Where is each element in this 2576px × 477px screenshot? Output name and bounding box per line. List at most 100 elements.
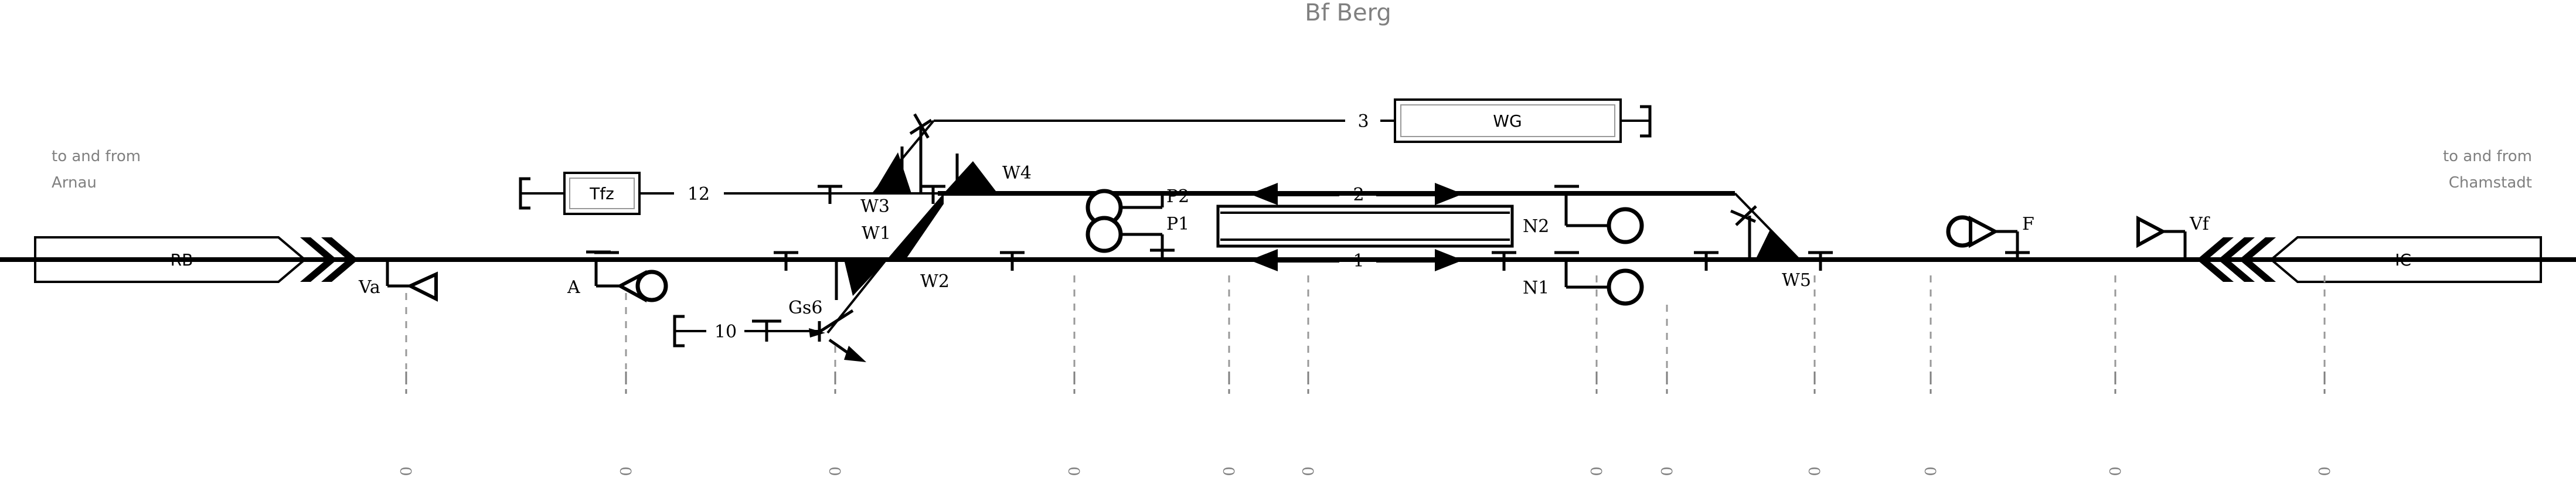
tfz-box-label: Tfz [589, 184, 614, 203]
signal-vf[interactable]: Vf [2136, 214, 2210, 260]
switch-w4-frog [944, 161, 998, 193]
section-markers [594, 185, 1833, 271]
vf-triangle [2136, 216, 2167, 248]
n2-label: N2 [1523, 216, 1549, 237]
switch-w5-insulated-joint [1730, 205, 1757, 226]
track-10-marker [752, 319, 781, 342]
wg-box[interactable]: WG [1394, 98, 1622, 143]
a-circle [635, 270, 668, 302]
track-2-direction-arrows: 2 [1250, 183, 1463, 205]
rb-chevron-1 [300, 237, 337, 282]
km-marker: 8.600 [1066, 372, 1084, 477]
track-number-1: 1 [1353, 251, 1364, 271]
km-label: 8.750 [1300, 466, 1318, 477]
track-1-arrow-left [1250, 249, 1278, 271]
km-marker: 8.750 [1300, 372, 1318, 477]
km-marker: 9.500 [2107, 372, 2125, 477]
km-label: 9.000 [1588, 466, 1606, 477]
track-number-2: 2 [1353, 185, 1364, 205]
signal-gs6[interactable]: Gs6 [788, 298, 866, 362]
right-endpoint-line2: Chamstadt [2449, 174, 2532, 192]
km-label: 9.300 [1922, 466, 1940, 477]
km-leader-lines [405, 275, 2326, 369]
va-label: Va [358, 277, 380, 298]
section-marker [1808, 251, 1833, 271]
section-marker [1492, 251, 1516, 271]
switch-w5-frog [1755, 230, 1799, 260]
track-2-arrow-left [1250, 183, 1278, 205]
km-label: 10.500 [2316, 466, 2334, 477]
km-marker: 8.200 [618, 372, 635, 477]
switch-w2-label: W2 [920, 271, 950, 292]
km-marker: 8.400 [827, 372, 845, 477]
section-marker [1000, 251, 1025, 271]
ic-label: IC [2395, 250, 2411, 270]
km-marker: 8.700 [1221, 372, 1238, 477]
track-number-3: 3 [1357, 111, 1369, 132]
switch-w3-label: W3 [860, 196, 890, 217]
switch-w5-diagonal [1734, 192, 1801, 261]
ic-chevron-2 [2218, 237, 2255, 282]
signal-n1[interactable]: N1 [1523, 251, 1644, 306]
f-triangle [1969, 216, 1999, 248]
switch-w4-label: W4 [1002, 163, 1032, 183]
n2-circle [1607, 207, 1644, 244]
signal-a[interactable]: A [567, 250, 668, 303]
switch-w1-frog [844, 260, 887, 296]
track-3-insulated-joint [909, 113, 933, 139]
left-endpoint-line2: Arnau [52, 174, 97, 192]
left-train-block-rb: RB [34, 236, 358, 283]
wg-buffer-stop [1640, 105, 1652, 138]
wg-box-inner [1400, 104, 1615, 137]
km-label: 7.200 [398, 466, 416, 477]
km-label: 9.500 [2107, 466, 2125, 477]
n1-circle [1607, 268, 1644, 306]
f-label: F [2022, 214, 2034, 234]
km-label: 8.400 [827, 466, 845, 477]
vf-label: Vf [2189, 214, 2210, 234]
switch-w3-frog [873, 152, 911, 193]
section-marker [1694, 251, 1719, 271]
section-marker [818, 185, 842, 204]
right-endpoint-line1: to and from [2443, 148, 2532, 165]
track-1-direction-arrows: 1 [1250, 249, 1463, 271]
right-train-block-ic: IC [2197, 236, 2542, 283]
gs6-arrowhead [844, 346, 866, 362]
rb-chevron-2 [321, 237, 358, 282]
km-marker: 9.000 [1588, 372, 1606, 477]
km-label: 8.600 [1066, 466, 1084, 477]
p2-label: P2 [1166, 186, 1189, 207]
signal-va[interactable]: Va [358, 260, 438, 302]
a-label: A [567, 277, 580, 298]
n1-label: N1 [1523, 278, 1549, 298]
section-marker [774, 251, 798, 271]
tfz-box[interactable]: Tfz [563, 172, 641, 215]
signal-n2[interactable]: N2 [1523, 185, 1644, 244]
switch-w1-label: W1 [862, 223, 891, 244]
ic-chevron-1 [2239, 237, 2276, 282]
signal-f[interactable]: F [1946, 214, 2034, 260]
signal-p1[interactable]: P1 [1085, 214, 1189, 260]
p1-circle [1085, 216, 1123, 253]
km-label: 8.200 [618, 466, 635, 477]
track-1-arrow-right [1435, 249, 1463, 271]
gs6-label: Gs6 [788, 298, 822, 318]
ic-chevron-3 [2197, 237, 2234, 282]
wg-box-label: WG [1493, 111, 1522, 131]
km-marker: 9.200 [1806, 372, 1824, 477]
km-scale: 7.200 8.200 8.400 8.600 8.700 [398, 372, 2334, 477]
km-label: 8.700 [1221, 466, 1238, 477]
switch-w2-frog [887, 193, 944, 260]
switch-w1-diagonal [826, 258, 887, 334]
left-endpoint-line1: to and from [52, 148, 141, 165]
track-2-arrow-right [1435, 183, 1463, 205]
km-label: 9.100 [1659, 466, 1676, 477]
km-marker: 9.100 [1659, 372, 1676, 477]
switch-w5-label: W5 [1782, 270, 1811, 291]
page-title: Bf Berg [1305, 0, 1391, 26]
km-label: 9.200 [1806, 466, 1824, 477]
p1-label: P1 [1166, 214, 1189, 234]
rb-body [34, 236, 307, 283]
track-number-12: 12 [688, 184, 710, 205]
